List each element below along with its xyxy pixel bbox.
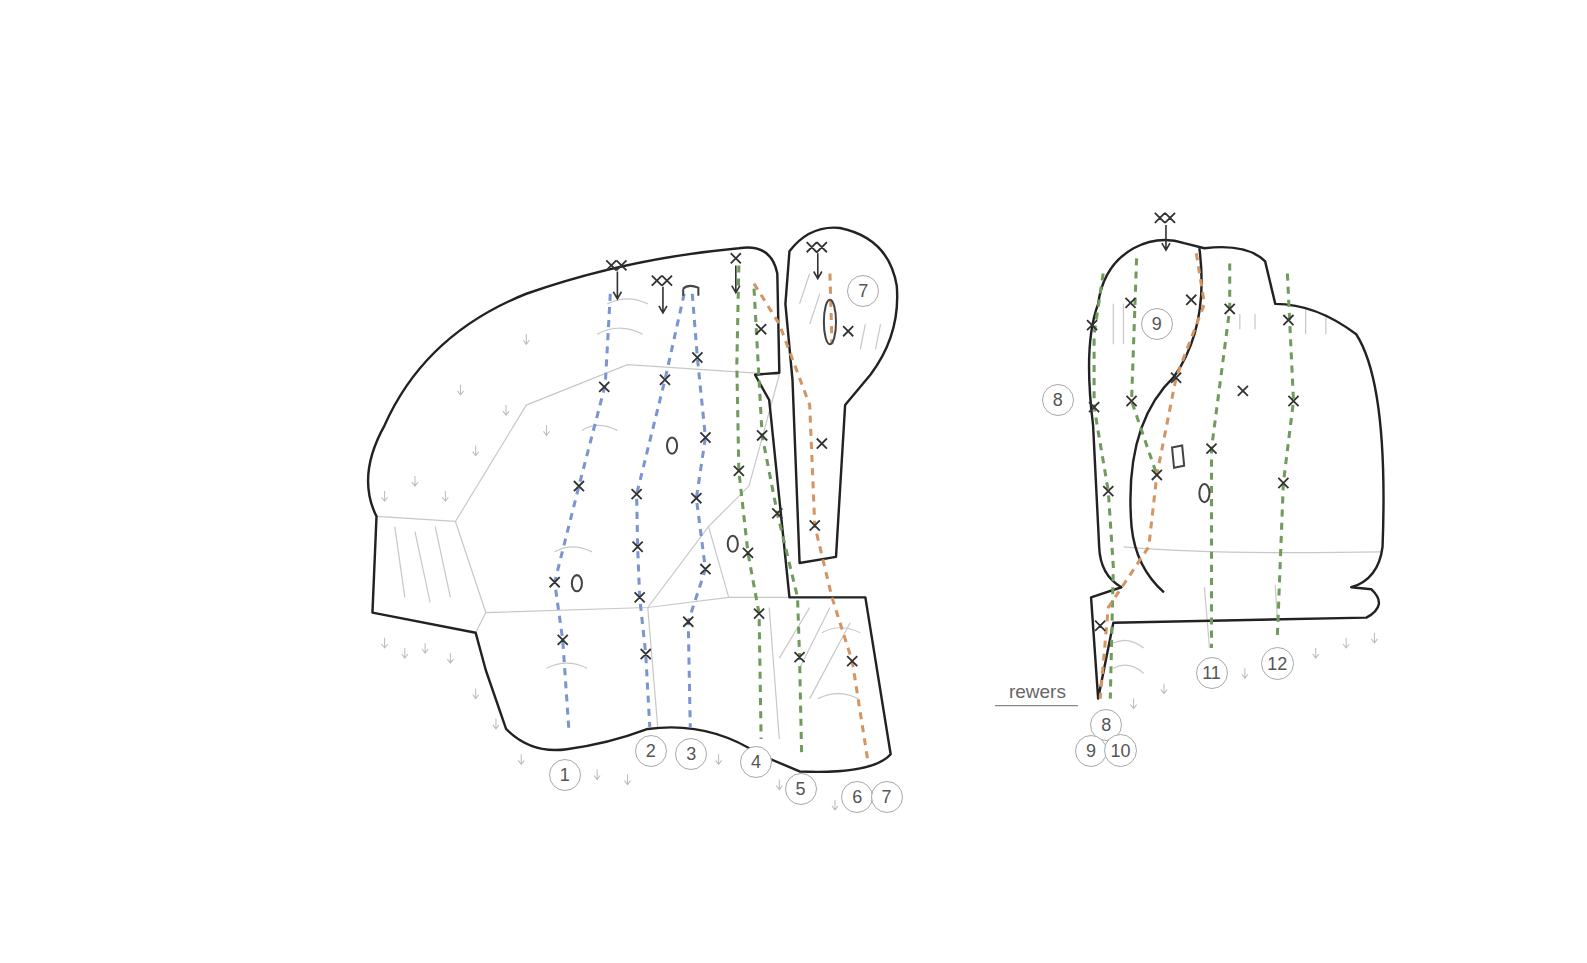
route-number: 10 (1104, 734, 1137, 767)
callout-number: 1 (560, 766, 570, 784)
callout-number: 3 (686, 745, 696, 763)
callout-number: 10 (1110, 742, 1130, 760)
route-number: 3 (675, 738, 707, 770)
callout-number: 7 (858, 282, 868, 300)
note-label: rewers (1007, 681, 1068, 703)
route-number: 7 (871, 781, 903, 813)
callout-number: 4 (751, 753, 761, 771)
callout-number: 7 (882, 788, 892, 806)
callout-number: 6 (852, 788, 862, 806)
callout-number: 11 (1202, 664, 1221, 682)
route-number: 7 (847, 275, 879, 307)
callout-number: 9 (1152, 315, 1162, 333)
route-number: 5 (785, 773, 817, 805)
callout-number: 9 (1086, 742, 1096, 760)
route-number: 6 (841, 781, 873, 813)
callout-number: 12 (1267, 655, 1287, 673)
callout-number: 5 (796, 780, 806, 798)
route-number: 9 (1075, 735, 1107, 767)
rappel-arrow (613, 225, 1170, 313)
callout-number: 2 (646, 742, 656, 760)
callout-number: 8 (1101, 716, 1111, 734)
underline (995, 705, 1078, 706)
route-number: 8 (1042, 384, 1074, 416)
callout-number: 8 (1053, 391, 1063, 409)
pocket (572, 286, 1210, 591)
route-number: 1 (549, 759, 581, 791)
route-number: 12 (1261, 647, 1294, 680)
ground-arrows (382, 334, 1378, 810)
bolt-mark (550, 213, 1299, 666)
route-number: 4 (740, 746, 772, 778)
route-line (555, 253, 1294, 764)
route-number: 9 (1141, 308, 1173, 340)
route-number: 11 (1196, 657, 1228, 689)
route-number: 2 (635, 735, 667, 767)
